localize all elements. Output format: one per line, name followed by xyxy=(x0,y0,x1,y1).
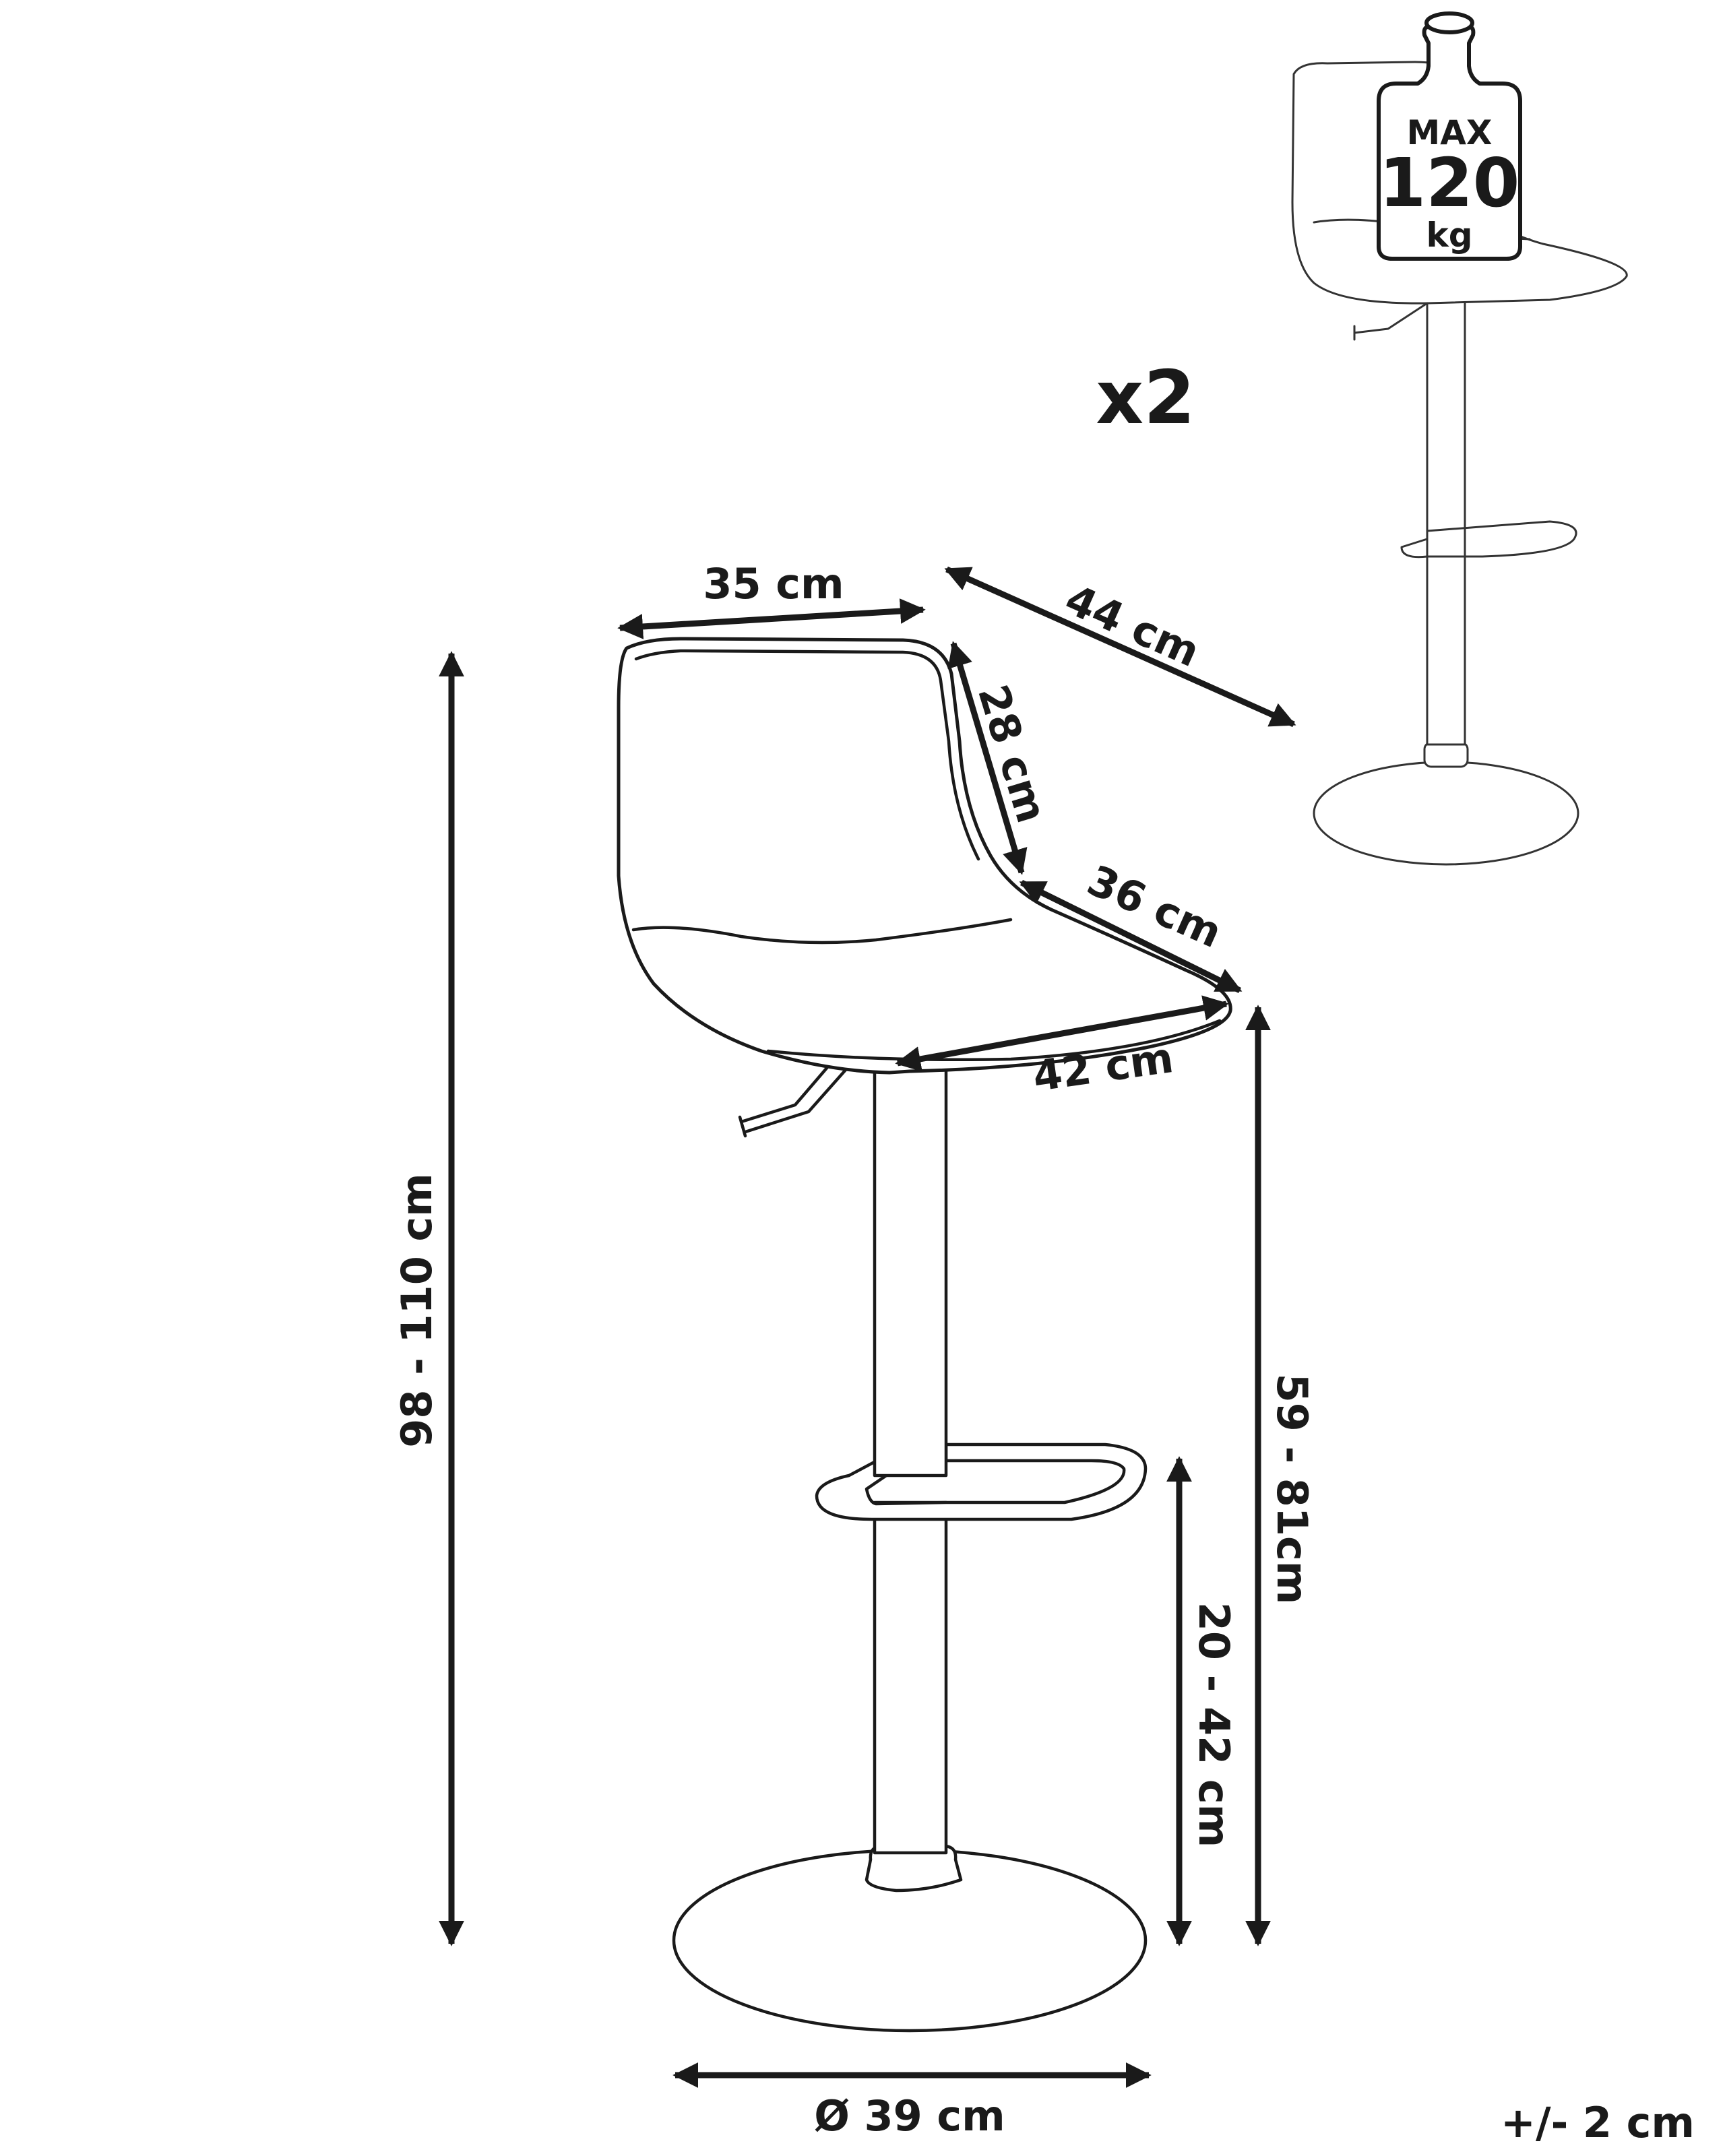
max-weight-unit: kg xyxy=(1426,216,1472,255)
base-diameter-label: Ø 39 cm xyxy=(814,2091,1005,2141)
max-weight-value: 120 xyxy=(1379,144,1520,222)
seat-top-width-label: 35 cm xyxy=(703,559,844,608)
seat-height-label: 59 - 81cm xyxy=(1267,1374,1317,1605)
max-label: MAX xyxy=(1406,113,1492,152)
dimension-lines xyxy=(439,566,1296,2088)
backrest-height-arrow xyxy=(947,641,1028,875)
total-height-label: 98 - 110 cm xyxy=(392,1173,441,1448)
tolerance-label: +/- 2 cm xyxy=(1501,2098,1695,2147)
seat-depth-arrow xyxy=(1019,879,1243,994)
footrest-height-label: 20 - 42 cm xyxy=(1189,1602,1238,1847)
main-stool-illustration xyxy=(617,637,1232,2033)
quantity-label: x2 xyxy=(1096,354,1195,441)
seat-top-width-arrow xyxy=(617,598,926,639)
max-load-badge: MAX 120 kg xyxy=(1377,11,1522,261)
seat-width-arrow xyxy=(895,995,1229,1072)
overall-depth-label: 44 cm xyxy=(1058,574,1207,676)
overall-depth-arrow xyxy=(944,566,1296,728)
backrest-height-label: 28 cm xyxy=(968,679,1057,828)
